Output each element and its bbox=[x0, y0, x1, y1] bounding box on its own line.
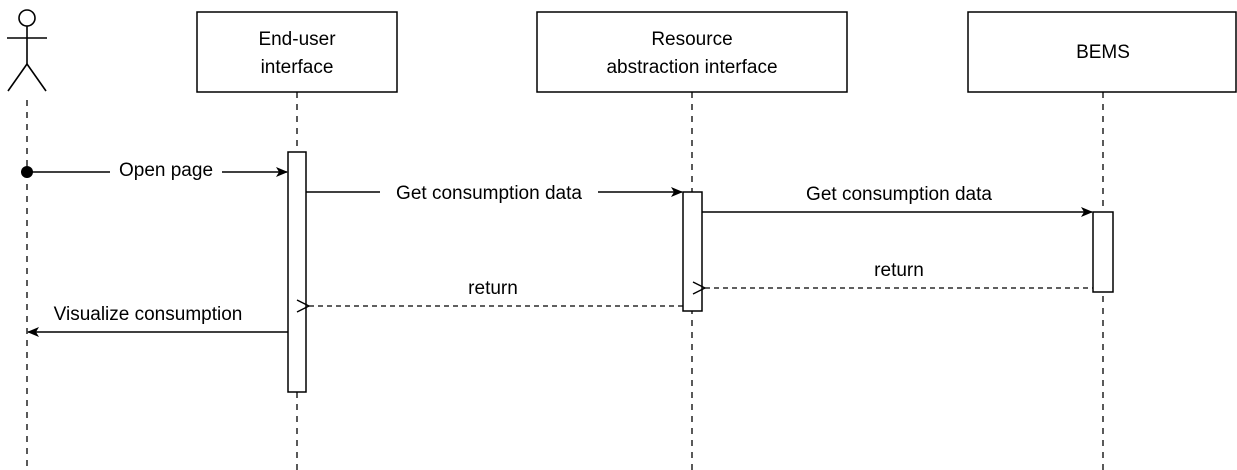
actor-icon bbox=[7, 9, 47, 92]
message-return-bems[interactable]: return bbox=[705, 260, 1093, 288]
end-user-interface-activation bbox=[287, 151, 307, 393]
message-get-consumption-data-2[interactable]: Get consumption data bbox=[702, 184, 1093, 217]
get-consumption-label-2: Get consumption data bbox=[806, 184, 992, 205]
visualize-consumption-label: Visualize consumption bbox=[54, 304, 243, 325]
get-consumption-label-bg-1 bbox=[380, 180, 598, 204]
open-page-label-bg bbox=[110, 158, 222, 180]
actor-right-leg bbox=[26, 63, 47, 92]
resource-abstraction-interface-box bbox=[536, 11, 848, 93]
participant-end-user-interface[interactable]: End-user interface bbox=[196, 11, 398, 93]
end-user-interface-label-line1: End-user bbox=[258, 29, 336, 50]
bems-box bbox=[967, 11, 1237, 93]
resource-abstraction-label-line1: Resource bbox=[651, 29, 732, 50]
resource-abstraction-label-line2: abstraction interface bbox=[606, 57, 777, 78]
message-visualize-consumption[interactable]: Visualize consumption bbox=[27, 304, 288, 337]
return-rai-label: return bbox=[468, 278, 518, 299]
participant-resource-abstraction-interface[interactable]: Resource abstraction interface bbox=[536, 11, 848, 93]
message-get-consumption-data-1[interactable]: Get consumption data bbox=[306, 180, 683, 204]
actor-left-leg bbox=[7, 63, 28, 92]
actor-head bbox=[18, 9, 36, 27]
bems-label: BEMS bbox=[1076, 42, 1130, 63]
open-page-label: Open page bbox=[119, 160, 213, 181]
message-return-rai[interactable]: return bbox=[309, 278, 683, 306]
end-user-interface-box bbox=[196, 11, 398, 93]
message-open-page[interactable]: Open page bbox=[21, 158, 288, 181]
resource-abstraction-activation bbox=[682, 191, 703, 312]
return-bems-label: return bbox=[874, 260, 924, 281]
bems-activation bbox=[1092, 211, 1114, 293]
get-consumption-label-1: Get consumption data bbox=[396, 183, 582, 204]
end-user-interface-label-line2: interface bbox=[261, 57, 334, 78]
participant-bems[interactable]: BEMS bbox=[967, 11, 1237, 93]
